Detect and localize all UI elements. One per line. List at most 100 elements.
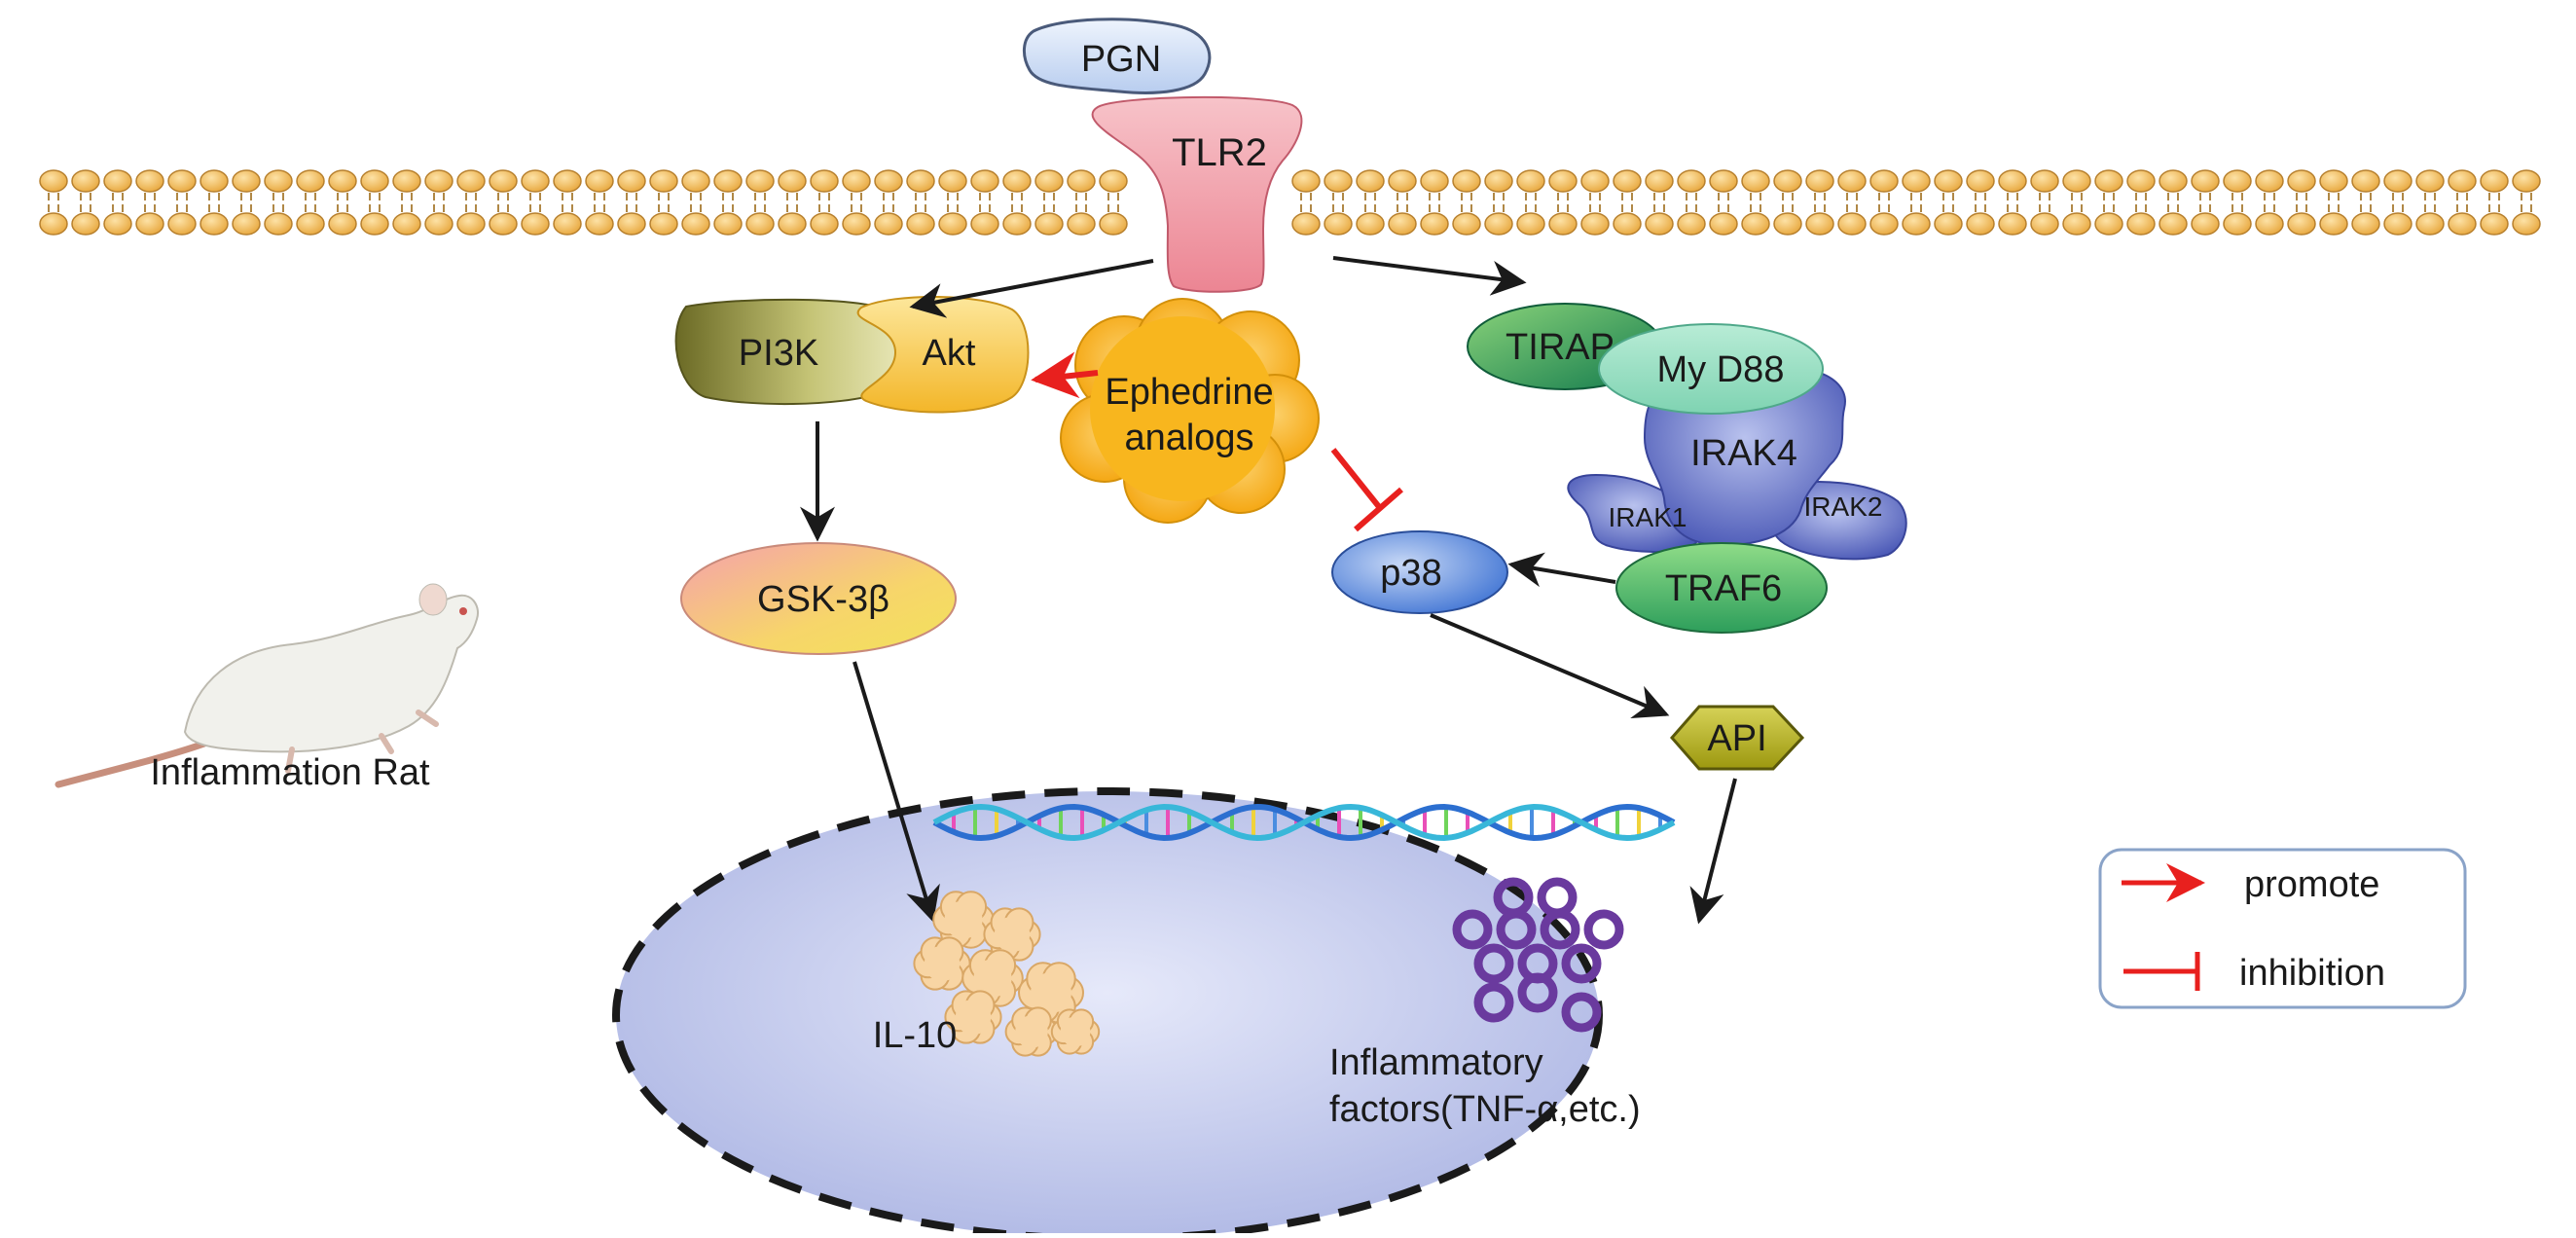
inflammatory-label-line2: factors(TNF-α,etc.) xyxy=(1329,1089,1641,1130)
promote-arrow-ephedrine-to-akt xyxy=(1031,351,1099,399)
api-label: API xyxy=(1707,718,1766,759)
irak1-label: IRAK1 xyxy=(1609,502,1687,532)
lipid-head xyxy=(1773,169,1802,193)
lipid-head xyxy=(874,169,903,193)
akt-label: Akt xyxy=(923,333,976,374)
lipid-head xyxy=(713,212,743,236)
legend-promote-label: promote xyxy=(2244,864,2379,905)
lipid-head xyxy=(1613,169,1642,193)
lipid-head xyxy=(1869,169,1899,193)
lipid-head xyxy=(906,169,935,193)
lipid-head xyxy=(2512,212,2541,236)
lipid-head xyxy=(1837,212,1867,236)
lipid-head xyxy=(489,169,518,193)
lipid-head xyxy=(1516,169,1545,193)
lipid-head xyxy=(2094,212,2123,236)
lipid-head xyxy=(2126,212,2156,236)
dna-strand xyxy=(932,803,1676,842)
lipid-head xyxy=(360,169,389,193)
lipid-head xyxy=(1356,212,1385,236)
lipid-head xyxy=(2383,212,2413,236)
lipid-head xyxy=(713,169,743,193)
lipid-head xyxy=(617,212,646,236)
pi3k-label: PI3K xyxy=(739,333,818,374)
lipid-head xyxy=(778,169,807,193)
lipid-head xyxy=(2030,169,2059,193)
arrow-p38-to-api xyxy=(1430,613,1670,719)
lipid-head xyxy=(1773,212,1802,236)
lipid-head xyxy=(1645,169,1674,193)
tlr2-label: TLR2 xyxy=(1172,131,1267,174)
lipid-head xyxy=(1805,212,1834,236)
lipid-head xyxy=(135,212,164,236)
lipid-head xyxy=(1291,169,1321,193)
lipid-head xyxy=(1548,212,1578,236)
lipid-head xyxy=(521,169,550,193)
lipid-head xyxy=(1388,212,1417,236)
lipid-head xyxy=(1709,212,1738,236)
rat-illustration: Inflammation Rat xyxy=(54,583,479,793)
lipid-head xyxy=(938,169,967,193)
lipid-head xyxy=(2415,169,2445,193)
lipid-head xyxy=(970,212,999,236)
lipid-head xyxy=(1741,212,1770,236)
lipid-head xyxy=(1677,169,1706,193)
lipid-head xyxy=(2191,212,2220,236)
lipid-head xyxy=(39,212,68,236)
inflammatory-factor-ring xyxy=(1583,909,1624,950)
lipid-head xyxy=(1837,169,1867,193)
lipid-head xyxy=(2448,169,2477,193)
lipid-head xyxy=(810,212,839,236)
lipid-head xyxy=(2126,169,2156,193)
lipid-head xyxy=(2512,169,2541,193)
lipid-head xyxy=(71,169,100,193)
lipid-head xyxy=(778,212,807,236)
lipid-head xyxy=(1709,169,1738,193)
lipid-head xyxy=(296,212,325,236)
lipid-head xyxy=(167,212,197,236)
lipid-head xyxy=(264,169,293,193)
lipid-head xyxy=(1741,169,1770,193)
dna-helix xyxy=(932,803,1676,842)
lipid-head xyxy=(360,212,389,236)
lipid-head xyxy=(1966,212,1995,236)
ephedrine-analogs-cloud: Ephedrine analogs xyxy=(1060,298,1320,524)
traf6-protein: TRAF6 xyxy=(1615,542,1828,634)
lipid-head xyxy=(553,169,582,193)
myd88-protein: My D88 xyxy=(1598,323,1824,415)
il10-molecule xyxy=(1050,1008,1101,1055)
lipid-head xyxy=(745,212,775,236)
lipid-head xyxy=(1324,169,1353,193)
lipid-head xyxy=(810,169,839,193)
inflammatory-factor-ring xyxy=(1537,877,1578,918)
il10-cluster xyxy=(913,891,1101,1057)
lipid-head xyxy=(2191,169,2220,193)
lipid-head xyxy=(1998,212,2027,236)
tirap-label: TIRAP xyxy=(1506,327,1615,368)
arrow-tlr2-to-tirap xyxy=(1332,256,1527,296)
lipid-head xyxy=(456,212,486,236)
lipid-head xyxy=(2480,169,2509,193)
p38-protein: p38 xyxy=(1331,530,1508,614)
lipid-head xyxy=(1548,169,1578,193)
lipid-head xyxy=(938,212,967,236)
legend-inhibition-label: inhibition xyxy=(2239,953,2385,994)
arrow-api-to-factors xyxy=(1689,778,1737,925)
lipid-head xyxy=(1034,169,1064,193)
lipid-head xyxy=(1291,212,1321,236)
lipid-head xyxy=(456,169,486,193)
lipid-head xyxy=(296,169,325,193)
lipid-head xyxy=(1869,212,1899,236)
il10-molecule xyxy=(913,936,971,991)
irak2-label: IRAK2 xyxy=(1804,492,1883,522)
il10-label: IL-10 xyxy=(873,1015,958,1056)
lipid-head xyxy=(2415,212,2445,236)
lipid-head xyxy=(103,169,132,193)
lipid-head xyxy=(1324,212,1353,236)
lipid-head xyxy=(585,169,614,193)
lipid-head xyxy=(970,169,999,193)
api-hexagon: API xyxy=(1670,705,1805,771)
lipid-head xyxy=(1805,169,1834,193)
lipid-head xyxy=(1388,169,1417,193)
lipid-head xyxy=(2255,169,2284,193)
